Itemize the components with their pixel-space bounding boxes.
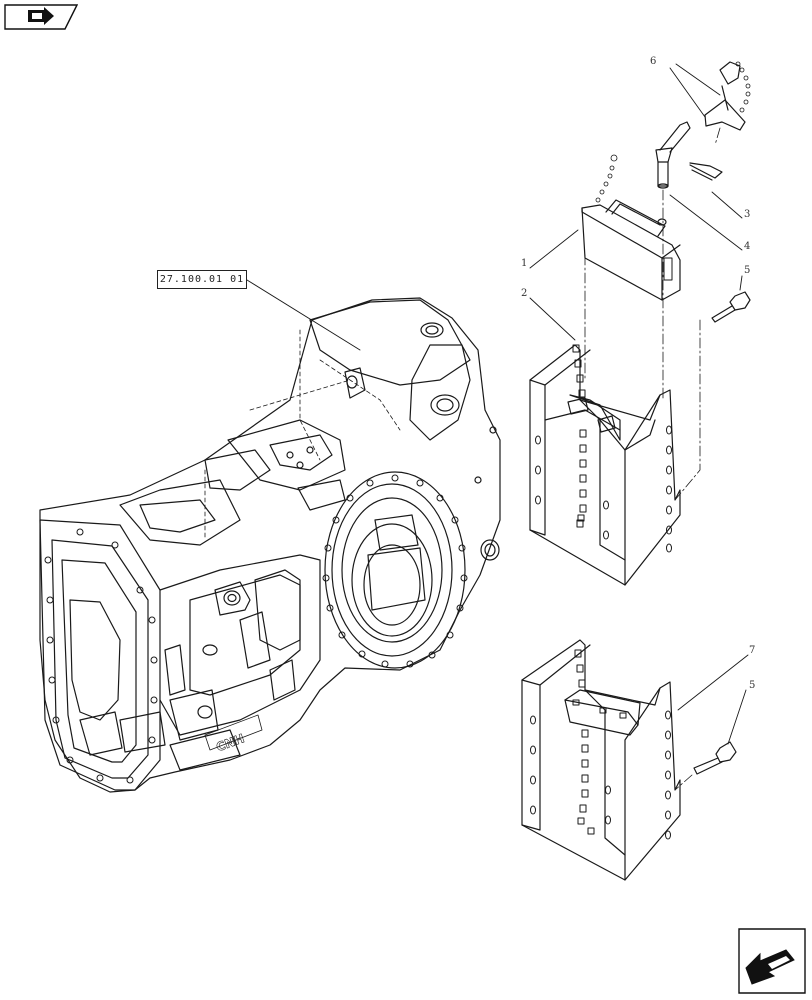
bolt-lower — [693, 741, 737, 775]
hitch-bracket-upper — [529, 344, 681, 586]
arrow-right-icon — [4, 4, 79, 30]
callout-3: 3 — [744, 209, 751, 220]
bolt-upper — [711, 291, 751, 323]
housing-logo: CNH — [214, 731, 246, 754]
callout-5-lower: 5 — [749, 680, 756, 691]
locking-pin-chain — [595, 61, 751, 203]
callout-1: 1 — [521, 258, 528, 269]
callout-5-upper: 5 — [744, 265, 751, 276]
pin — [655, 121, 691, 189]
callout-7: 7 — [749, 645, 756, 656]
next-page-button[interactable] — [4, 4, 79, 30]
callout-6: 6 — [650, 56, 657, 67]
previous-page-button[interactable] — [738, 928, 806, 994]
callout-4: 4 — [744, 241, 751, 252]
drawbar-plate — [581, 199, 681, 301]
callout-2: 2 — [521, 288, 528, 299]
leader-lines — [246, 63, 749, 745]
hitch-bracket-lower — [521, 639, 681, 881]
arrow-left-icon — [738, 928, 806, 994]
center-lines — [584, 127, 721, 791]
reference-link[interactable]: 27.100.01 01 — [157, 270, 247, 289]
spring-clip — [689, 162, 723, 181]
transmission-housing — [39, 297, 501, 793]
